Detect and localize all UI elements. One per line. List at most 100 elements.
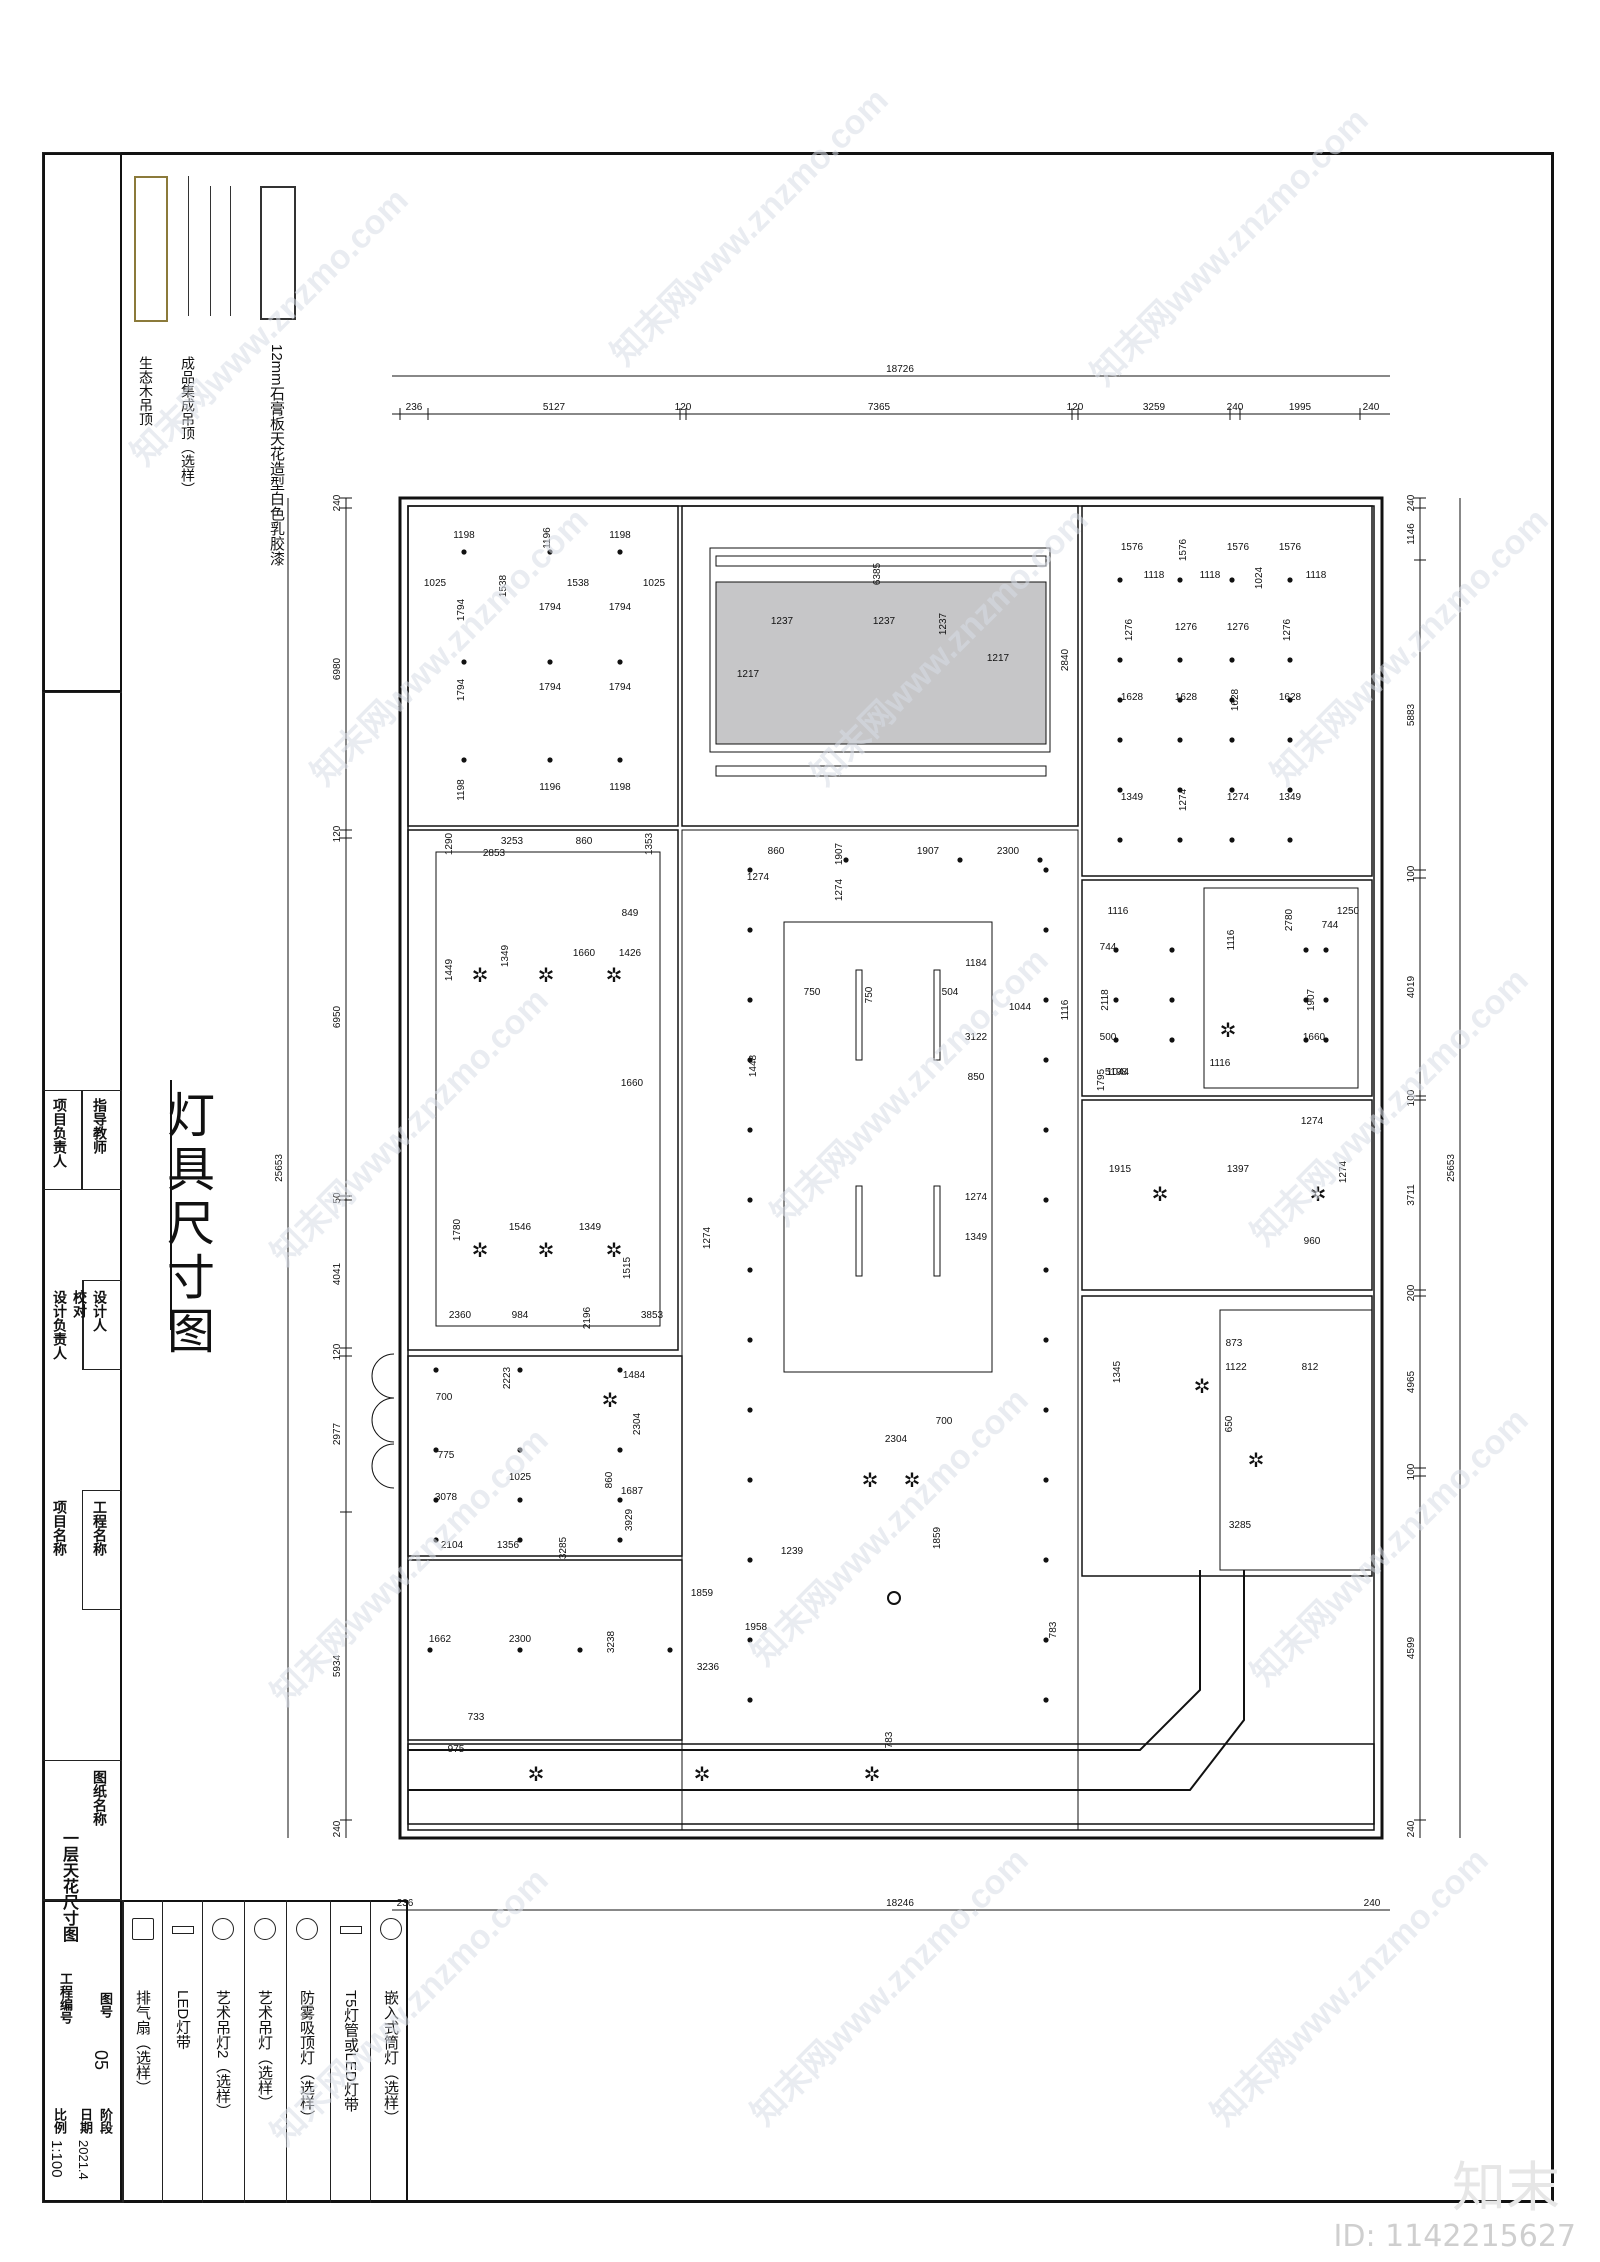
dim-interior: 1349: [1279, 792, 1302, 803]
dim-interior: 1274: [1227, 792, 1250, 803]
bottom-title-block: [42, 1900, 408, 2203]
dim-right-seg: 4019: [1406, 975, 1417, 998]
downlight-icon: [380, 1918, 402, 1940]
material-swatch-3: [134, 176, 168, 322]
dim-top-seg: 240: [1363, 402, 1380, 413]
dim-interior: 1237: [938, 612, 949, 635]
dim-right-seg: 240: [1406, 494, 1417, 511]
downlight-icon: [1303, 997, 1309, 1003]
fixture-legend-label: T5灯管或LED灯带: [342, 1990, 359, 2112]
downlight-icon: [1177, 657, 1183, 663]
tb-project-lead-label: 项目负责人: [52, 1098, 68, 1168]
dim-interior: 1274: [965, 1192, 988, 1203]
downlight-icon: [1287, 697, 1293, 703]
material-label-1: 12mm石膏板天花造型白色乳胶漆: [268, 344, 285, 566]
room-left-bottom: [407, 1559, 683, 1741]
downlight-icon: [461, 659, 467, 665]
dim-interior: 960: [1304, 1236, 1321, 1247]
downlight-icon: [747, 927, 753, 933]
tb-project-title-label: 工程名称: [92, 1500, 108, 1556]
dim-interior: 650: [1224, 1415, 1235, 1432]
dim-interior: 1448: [748, 1054, 759, 1077]
downlight-icon: [617, 1367, 623, 1373]
slot-bottom: [715, 765, 1047, 777]
downlight-icon: [1043, 1697, 1049, 1703]
tb-sheet-cell: [42, 1760, 122, 1900]
downlight-icon: [1117, 577, 1123, 583]
fixture-legend-row: [330, 1900, 331, 2203]
dim-left-seg: 50: [332, 1192, 343, 1204]
downlight-icon: [617, 757, 623, 763]
dim-interior: 1184: [965, 958, 987, 969]
hall-inner: [783, 921, 993, 1373]
dim-interior: 700: [436, 1392, 453, 1403]
downlight-icon: [461, 757, 467, 763]
dim-interior: 860: [604, 1471, 615, 1488]
dim-left-seg: 120: [332, 825, 343, 842]
dim-top-seg: 120: [1067, 402, 1084, 413]
tb-project-lead-cell: [42, 1090, 82, 1190]
dim-interior: 1118: [1144, 570, 1165, 581]
tb-job-no-label: 工程编号: [58, 1972, 73, 2024]
dim-interior: 1274: [1178, 788, 1189, 811]
dim-interior: 1274: [747, 872, 770, 883]
downlight-icon: [1323, 947, 1329, 953]
dim-interior: 1025: [509, 1472, 532, 1483]
material-swatch-1: [260, 186, 296, 320]
downlight-icon: [577, 1647, 583, 1653]
dim-interior: 3929: [624, 1508, 635, 1531]
dim-interior: 1907: [1306, 988, 1317, 1011]
downlight-icon: [1229, 697, 1235, 703]
dim-interior: 1118: [1200, 570, 1221, 581]
dim-top-seg: 5127: [543, 402, 566, 413]
dim-interior: 1576: [1279, 542, 1302, 553]
material-swatch-3b: [210, 186, 211, 316]
dim-interior: 1484: [623, 1370, 646, 1381]
dim-interior: 2360: [449, 1310, 472, 1321]
dim-interior: 733: [468, 1712, 485, 1723]
door-swing: [371, 1419, 395, 1443]
strip-divider-1: [42, 690, 122, 693]
dim-right-seg: 4599: [1406, 1636, 1417, 1659]
downlight-icon: [1229, 787, 1235, 793]
dim-interior: 1576: [1121, 542, 1144, 553]
chandelier-icon: ✲: [1248, 1448, 1265, 1472]
dim-interior: 1274: [702, 1226, 713, 1249]
tb-supervisor-label: 指导教师: [92, 1098, 108, 1154]
downlight-icon: [1043, 867, 1049, 873]
dim-right-seg: 3711: [1406, 1184, 1417, 1206]
tb-stage-label: 阶段: [98, 2108, 113, 2134]
dim-interior: 2780: [1284, 908, 1295, 931]
downlight-icon: [1117, 787, 1123, 793]
downlight-icon: [1169, 947, 1175, 953]
downlight-icon: [957, 857, 963, 863]
dim-interior: 3236: [697, 1662, 720, 1673]
chandelier-icon: ✲: [904, 1468, 921, 1492]
downlight-icon: [1229, 837, 1235, 843]
downlight-icon: [1287, 657, 1293, 663]
downlight-icon: [617, 1537, 623, 1543]
chandelier-icon: ✲: [538, 963, 555, 987]
dim-interior: 1915: [1109, 1164, 1132, 1175]
downlight-icon: [617, 549, 623, 555]
led-bar-icon: [855, 1185, 863, 1277]
downlight-icon: [747, 1477, 753, 1483]
fixture-legend-row: [122, 1900, 123, 2203]
dim-left-total: 25653: [274, 1154, 285, 1182]
tb-date-value: 2021.4: [76, 2140, 91, 2180]
dim-interior: 1662: [429, 1634, 452, 1645]
hall: [681, 829, 1079, 1831]
door-swing: [371, 1443, 395, 1467]
material-label-3: 生态木吊顶: [138, 356, 154, 426]
dim-interior: 1349: [965, 1232, 988, 1243]
downlight-icon: [1323, 1037, 1329, 1043]
fixture-legend-label: 艺术吊灯2（选样）: [214, 1990, 231, 2119]
downlight-icon: [547, 659, 553, 665]
dim-interior: 1349: [1121, 792, 1144, 803]
dim-interior: 750: [804, 987, 821, 998]
dim-bottom-seg: 240: [1364, 1898, 1381, 1909]
downlight-icon: [1287, 737, 1293, 743]
curved-wall: [408, 1570, 1245, 1791]
dim-interior: 1660: [573, 948, 596, 959]
downlight-icon: [1037, 857, 1043, 863]
